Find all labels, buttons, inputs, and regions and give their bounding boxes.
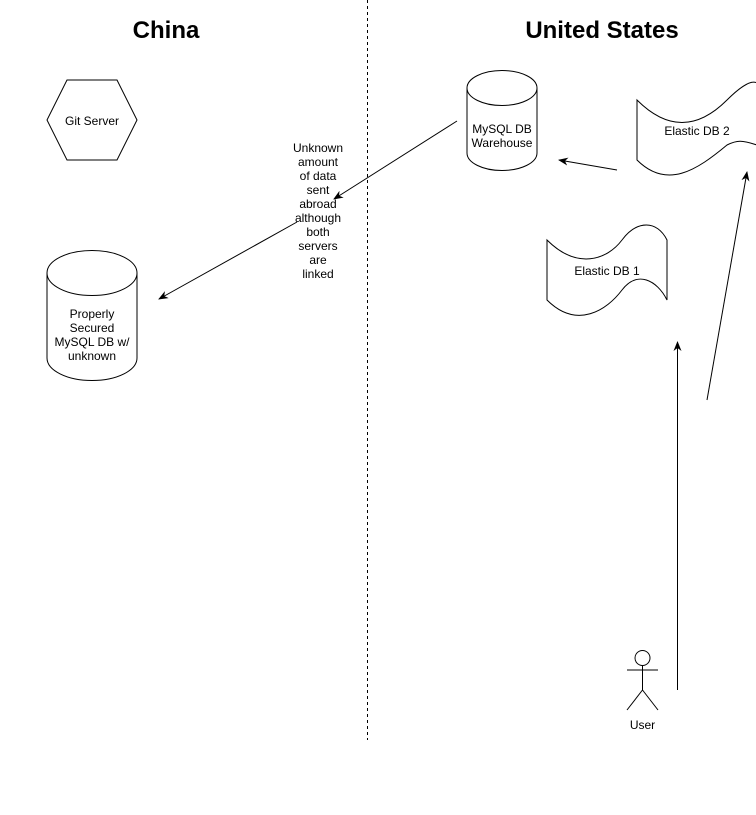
node-label-line: Properly	[70, 307, 115, 321]
node-elastic-db-1[interactable]: Elastic DB 1	[546, 224, 668, 316]
edge-annotation-to-secured-mysql[interactable]	[158, 221, 298, 300]
node-label-line: MySQL DB	[472, 122, 532, 136]
actor-head	[634, 650, 651, 666]
cylinder-top	[46, 250, 138, 296]
annotation-line: servers	[298, 239, 337, 253]
node-git-server[interactable]: Git Server	[46, 79, 138, 161]
edge-to-elastic2[interactable]	[706, 171, 750, 401]
node-label: Elastic DB 1	[574, 264, 640, 278]
annotation-line: Unknown	[293, 141, 343, 155]
tape-shape	[636, 81, 756, 176]
edge-annotation: Unknown amount of data sent abroad altho…	[293, 141, 343, 281]
edge-warehouse-to-annotation[interactable]	[333, 120, 458, 200]
annotation-line: sent	[307, 183, 330, 197]
region-title-china: China	[133, 17, 200, 44]
cylinder-top	[466, 70, 538, 106]
node-label-line: MySQL DB w/	[55, 335, 131, 349]
region-title-united-states: United States	[525, 17, 678, 44]
edge-elastic2-to-warehouse[interactable]	[558, 157, 618, 171]
cylinder-body	[466, 88, 538, 171]
actor-leg-left	[626, 689, 643, 711]
node-label-line: unknown	[68, 349, 116, 363]
node-secured-mysql-db[interactable]: Properly Secured MySQL DB w/ unknown	[46, 250, 138, 381]
hexagon-shape	[46, 79, 138, 161]
annotation-line: linked	[302, 267, 333, 281]
node-label: Elastic DB 2	[664, 124, 730, 138]
tape-shape	[546, 224, 668, 316]
cylinder-body	[46, 273, 138, 381]
node-mysql-warehouse[interactable]: MySQL DB Warehouse	[466, 70, 538, 171]
actor-leg-right	[642, 689, 659, 711]
annotation-line: both	[306, 225, 329, 239]
node-label: Git Server	[65, 114, 119, 128]
annotation-line: amount	[298, 155, 339, 169]
node-label-line: Warehouse	[472, 136, 533, 150]
annotation-line: abroad	[299, 197, 336, 211]
node-elastic-db-2[interactable]: Elastic DB 2	[636, 81, 756, 176]
node-user[interactable]: User	[626, 650, 659, 733]
node-label-line: Secured	[70, 321, 115, 335]
annotation-line: are	[309, 253, 327, 267]
annotation-line: although	[295, 211, 341, 225]
actor-label: User	[630, 718, 655, 732]
annotation-line: of data	[300, 169, 337, 183]
